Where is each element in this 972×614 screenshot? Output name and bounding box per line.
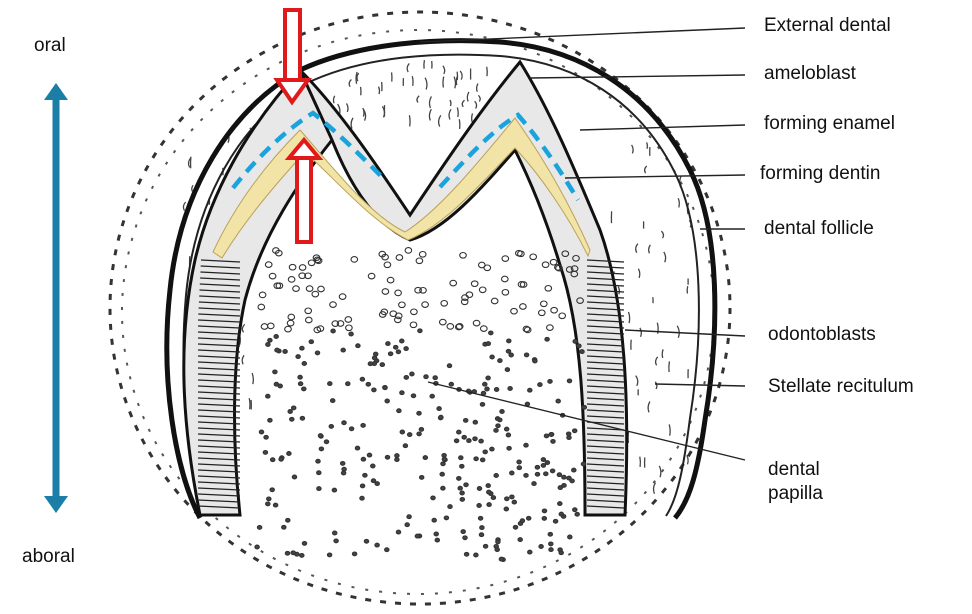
red-down-arrow-icon [277,10,308,102]
oral-aboral-arrow-icon [44,83,68,513]
dental-follicle-label: dental follicle [764,217,874,240]
oral-label: oral [34,34,66,57]
ameloblast-label: ameloblast [764,62,856,85]
stellate-reticulum-label: Stellate recitulum [768,375,914,398]
forming-dentin-label: forming dentin [760,162,880,185]
external-dental-label: External dental [764,14,891,37]
forming-enamel-label: forming enamel [764,112,895,135]
dental-papilla-label-line1: dental [768,458,820,481]
aboral-label: aboral [22,545,75,568]
odontoblasts-label: odontoblasts [768,323,876,346]
dental-papilla-label-line2: papilla [768,482,823,505]
dental-papilla-region [255,248,587,562]
